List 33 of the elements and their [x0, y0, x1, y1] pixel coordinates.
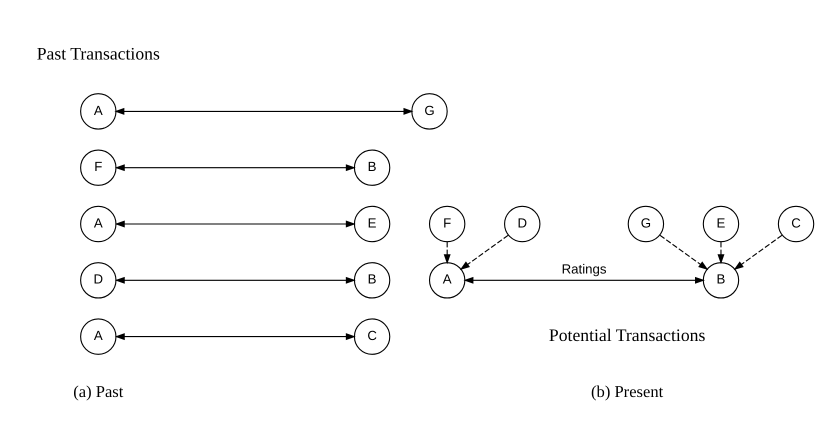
node-circle: B [702, 262, 740, 299]
arrow [114, 220, 356, 228]
node-circle: A [80, 93, 117, 130]
node-circle: D [504, 206, 540, 242]
node-circle: C [778, 206, 814, 242]
arrow [114, 108, 414, 115]
label: (a) Past [73, 382, 124, 401]
arrow [463, 276, 705, 284]
node-circle: E [354, 206, 390, 242]
arrow [114, 276, 356, 284]
node-circle: G [628, 206, 664, 242]
arrow [734, 234, 782, 270]
node-circle: F [80, 149, 117, 186]
node-circle: A [428, 262, 466, 299]
node-circle: C [354, 318, 390, 355]
arrow [444, 242, 451, 264]
node-circle: A [80, 206, 117, 242]
label: Potential Transactions [548, 324, 706, 345]
arrow [460, 234, 508, 270]
node-circle: B [354, 262, 390, 299]
node-circle: B [354, 149, 390, 186]
edge-label: Ratings [562, 261, 607, 276]
arrow [660, 234, 708, 270]
arrow [114, 333, 356, 340]
node-circle: D [80, 262, 117, 299]
label: Past Transactions [36, 43, 160, 64]
node-circle: E [702, 206, 740, 242]
arrow [718, 242, 724, 264]
node-circle: F [428, 206, 466, 242]
arrow [114, 164, 356, 172]
node-circle: G [411, 93, 448, 130]
label: (b) Present [591, 382, 664, 401]
node-circle: A [80, 318, 117, 355]
